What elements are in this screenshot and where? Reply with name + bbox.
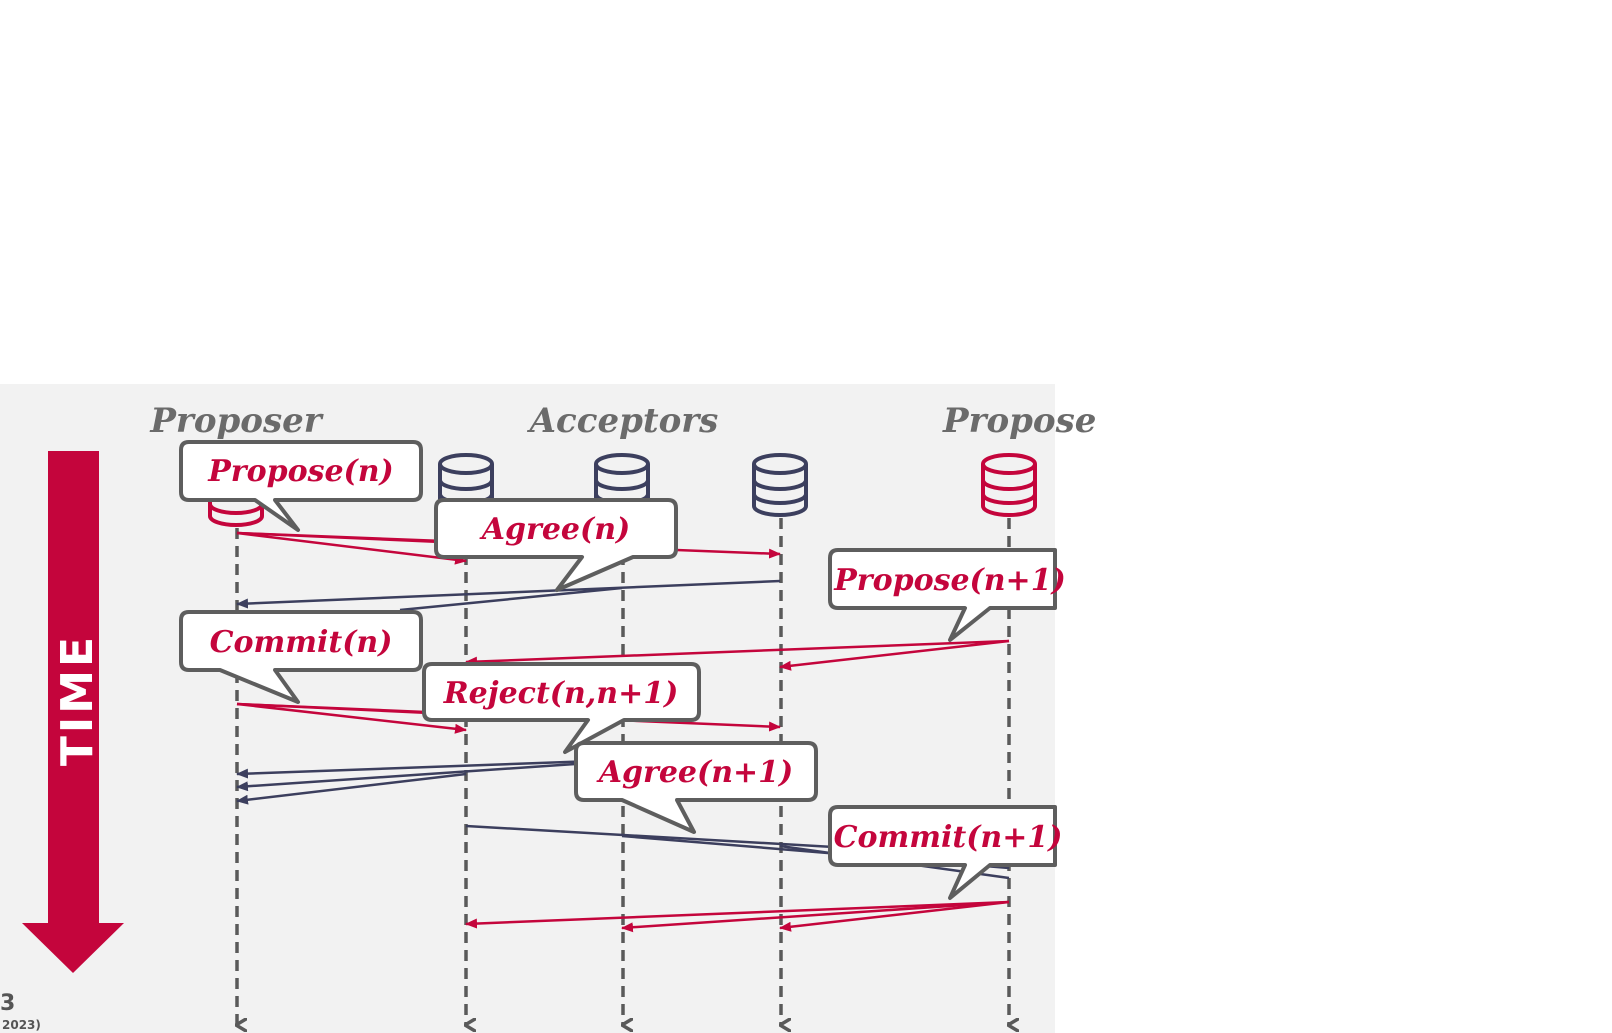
proposer-left-header: Proposer bbox=[149, 401, 323, 441]
commit-n-bubble: Commit(n) bbox=[179, 610, 423, 704]
acceptors-header: Acceptors bbox=[527, 401, 719, 441]
propose-n-arrow bbox=[236, 531, 467, 565]
reject-arrow bbox=[236, 758, 623, 779]
proposer-right-header: Propose bbox=[942, 401, 1096, 441]
propose-n1-label: Propose(n+1) bbox=[833, 563, 1066, 598]
commit-n1-bubble: Commit(n+1) bbox=[828, 805, 1063, 900]
agree-n-arrow bbox=[399, 586, 623, 612]
commit-n-label: Commit(n) bbox=[210, 625, 393, 660]
commit-n1-label: Commit(n+1) bbox=[834, 820, 1063, 855]
footer-year: 2023) bbox=[2, 1018, 41, 1032]
propose-n1-bubble: Propose(n+1) bbox=[828, 548, 1066, 642]
propose-n1-arrow bbox=[465, 639, 1010, 667]
propose-n-label: Propose(n) bbox=[207, 454, 394, 489]
reject-label: Reject(n,n+1) bbox=[443, 676, 679, 711]
agree-n1-bubble: Agree(n+1) bbox=[574, 741, 818, 834]
time-arrow: TIME bbox=[22, 451, 124, 973]
time-label: TIME bbox=[52, 634, 103, 766]
propose-n-bubble: Propose(n) bbox=[179, 440, 423, 532]
agree-n-arrow bbox=[236, 579, 781, 609]
database-icon bbox=[981, 453, 1037, 517]
commit-n1-arrow bbox=[779, 900, 1010, 932]
reject-arrow bbox=[236, 772, 467, 805]
propose-n1-arrow bbox=[779, 639, 1010, 671]
slide-mark: 3 bbox=[0, 991, 15, 1016]
database-icon bbox=[752, 453, 808, 517]
agree-n-bubble: Agree(n) bbox=[434, 498, 678, 592]
reject-bubble: Reject(n,n+1) bbox=[422, 662, 701, 754]
reject-arrow bbox=[236, 761, 591, 792]
commit-n1-arrow bbox=[465, 900, 1010, 929]
commit-n-arrow bbox=[236, 702, 467, 734]
agree-n1-label: Agree(n+1) bbox=[596, 755, 793, 790]
agree-n-label: Agree(n) bbox=[479, 512, 630, 547]
commit-n1-arrow bbox=[621, 900, 1010, 933]
